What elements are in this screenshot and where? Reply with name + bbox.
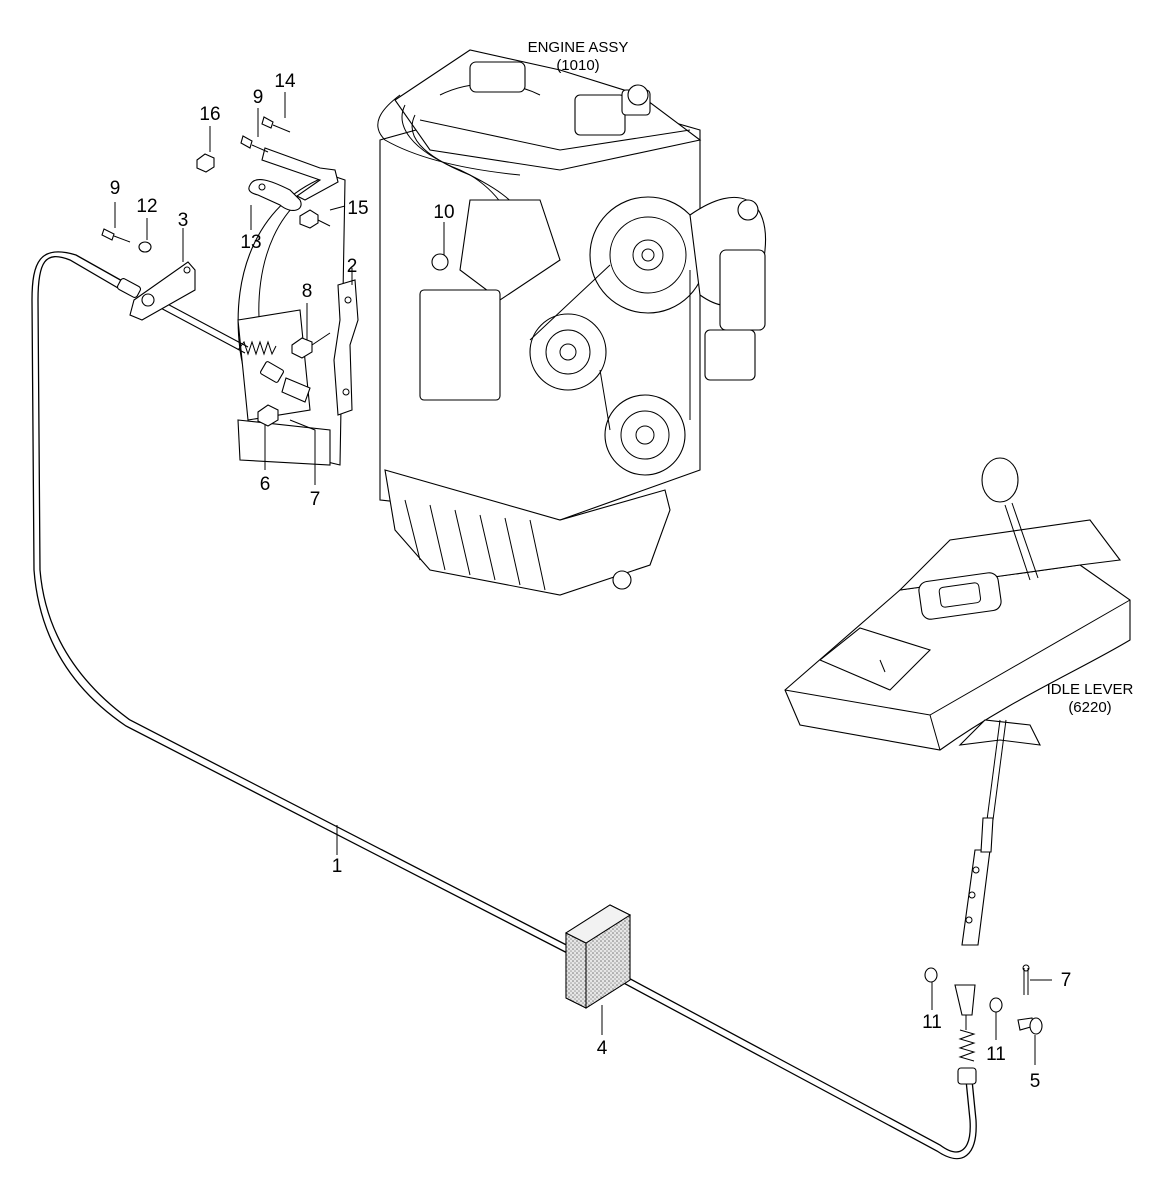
callout-2: 2 [347, 256, 358, 277]
engine-assembly [237, 49, 767, 596]
callout-12: 12 [136, 196, 157, 217]
callout-11-left: 11 [922, 1012, 942, 1033]
callout-11-right: 11 [986, 1044, 1006, 1065]
callout-7-engine: 7 [310, 489, 321, 510]
callout-6: 6 [260, 474, 271, 495]
engine-assy-title: ENGINE ASSY [528, 39, 629, 56]
callout-14: 14 [274, 71, 296, 92]
callout-1: 1 [332, 856, 343, 877]
idle-lever-title: IDLE LEVER [1047, 681, 1134, 698]
throttle-cable [31, 251, 977, 1160]
callout-16: 16 [199, 104, 220, 125]
idle-lever-console [784, 457, 1131, 946]
callout-7-lever: 7 [1061, 970, 1072, 991]
callout-4: 4 [597, 1038, 608, 1059]
engine-assy-code: (1010) [556, 57, 599, 74]
callout-10: 10 [433, 202, 454, 223]
callout-9-top: 9 [253, 87, 264, 108]
hardware-parts [101, 116, 1043, 1035]
idle-lever-code: (6220) [1068, 699, 1111, 716]
lever-end-spring [954, 984, 977, 1085]
callout-3: 3 [178, 210, 189, 231]
leader-lines [114, 92, 1052, 1065]
cable-clamp [564, 904, 632, 1009]
callout-9-left: 9 [110, 178, 121, 199]
callout-8: 8 [302, 281, 313, 302]
callout-13: 13 [240, 232, 261, 253]
callout-15: 15 [347, 198, 368, 219]
engine-end-spring [237, 340, 284, 383]
callout-5: 5 [1030, 1071, 1041, 1092]
